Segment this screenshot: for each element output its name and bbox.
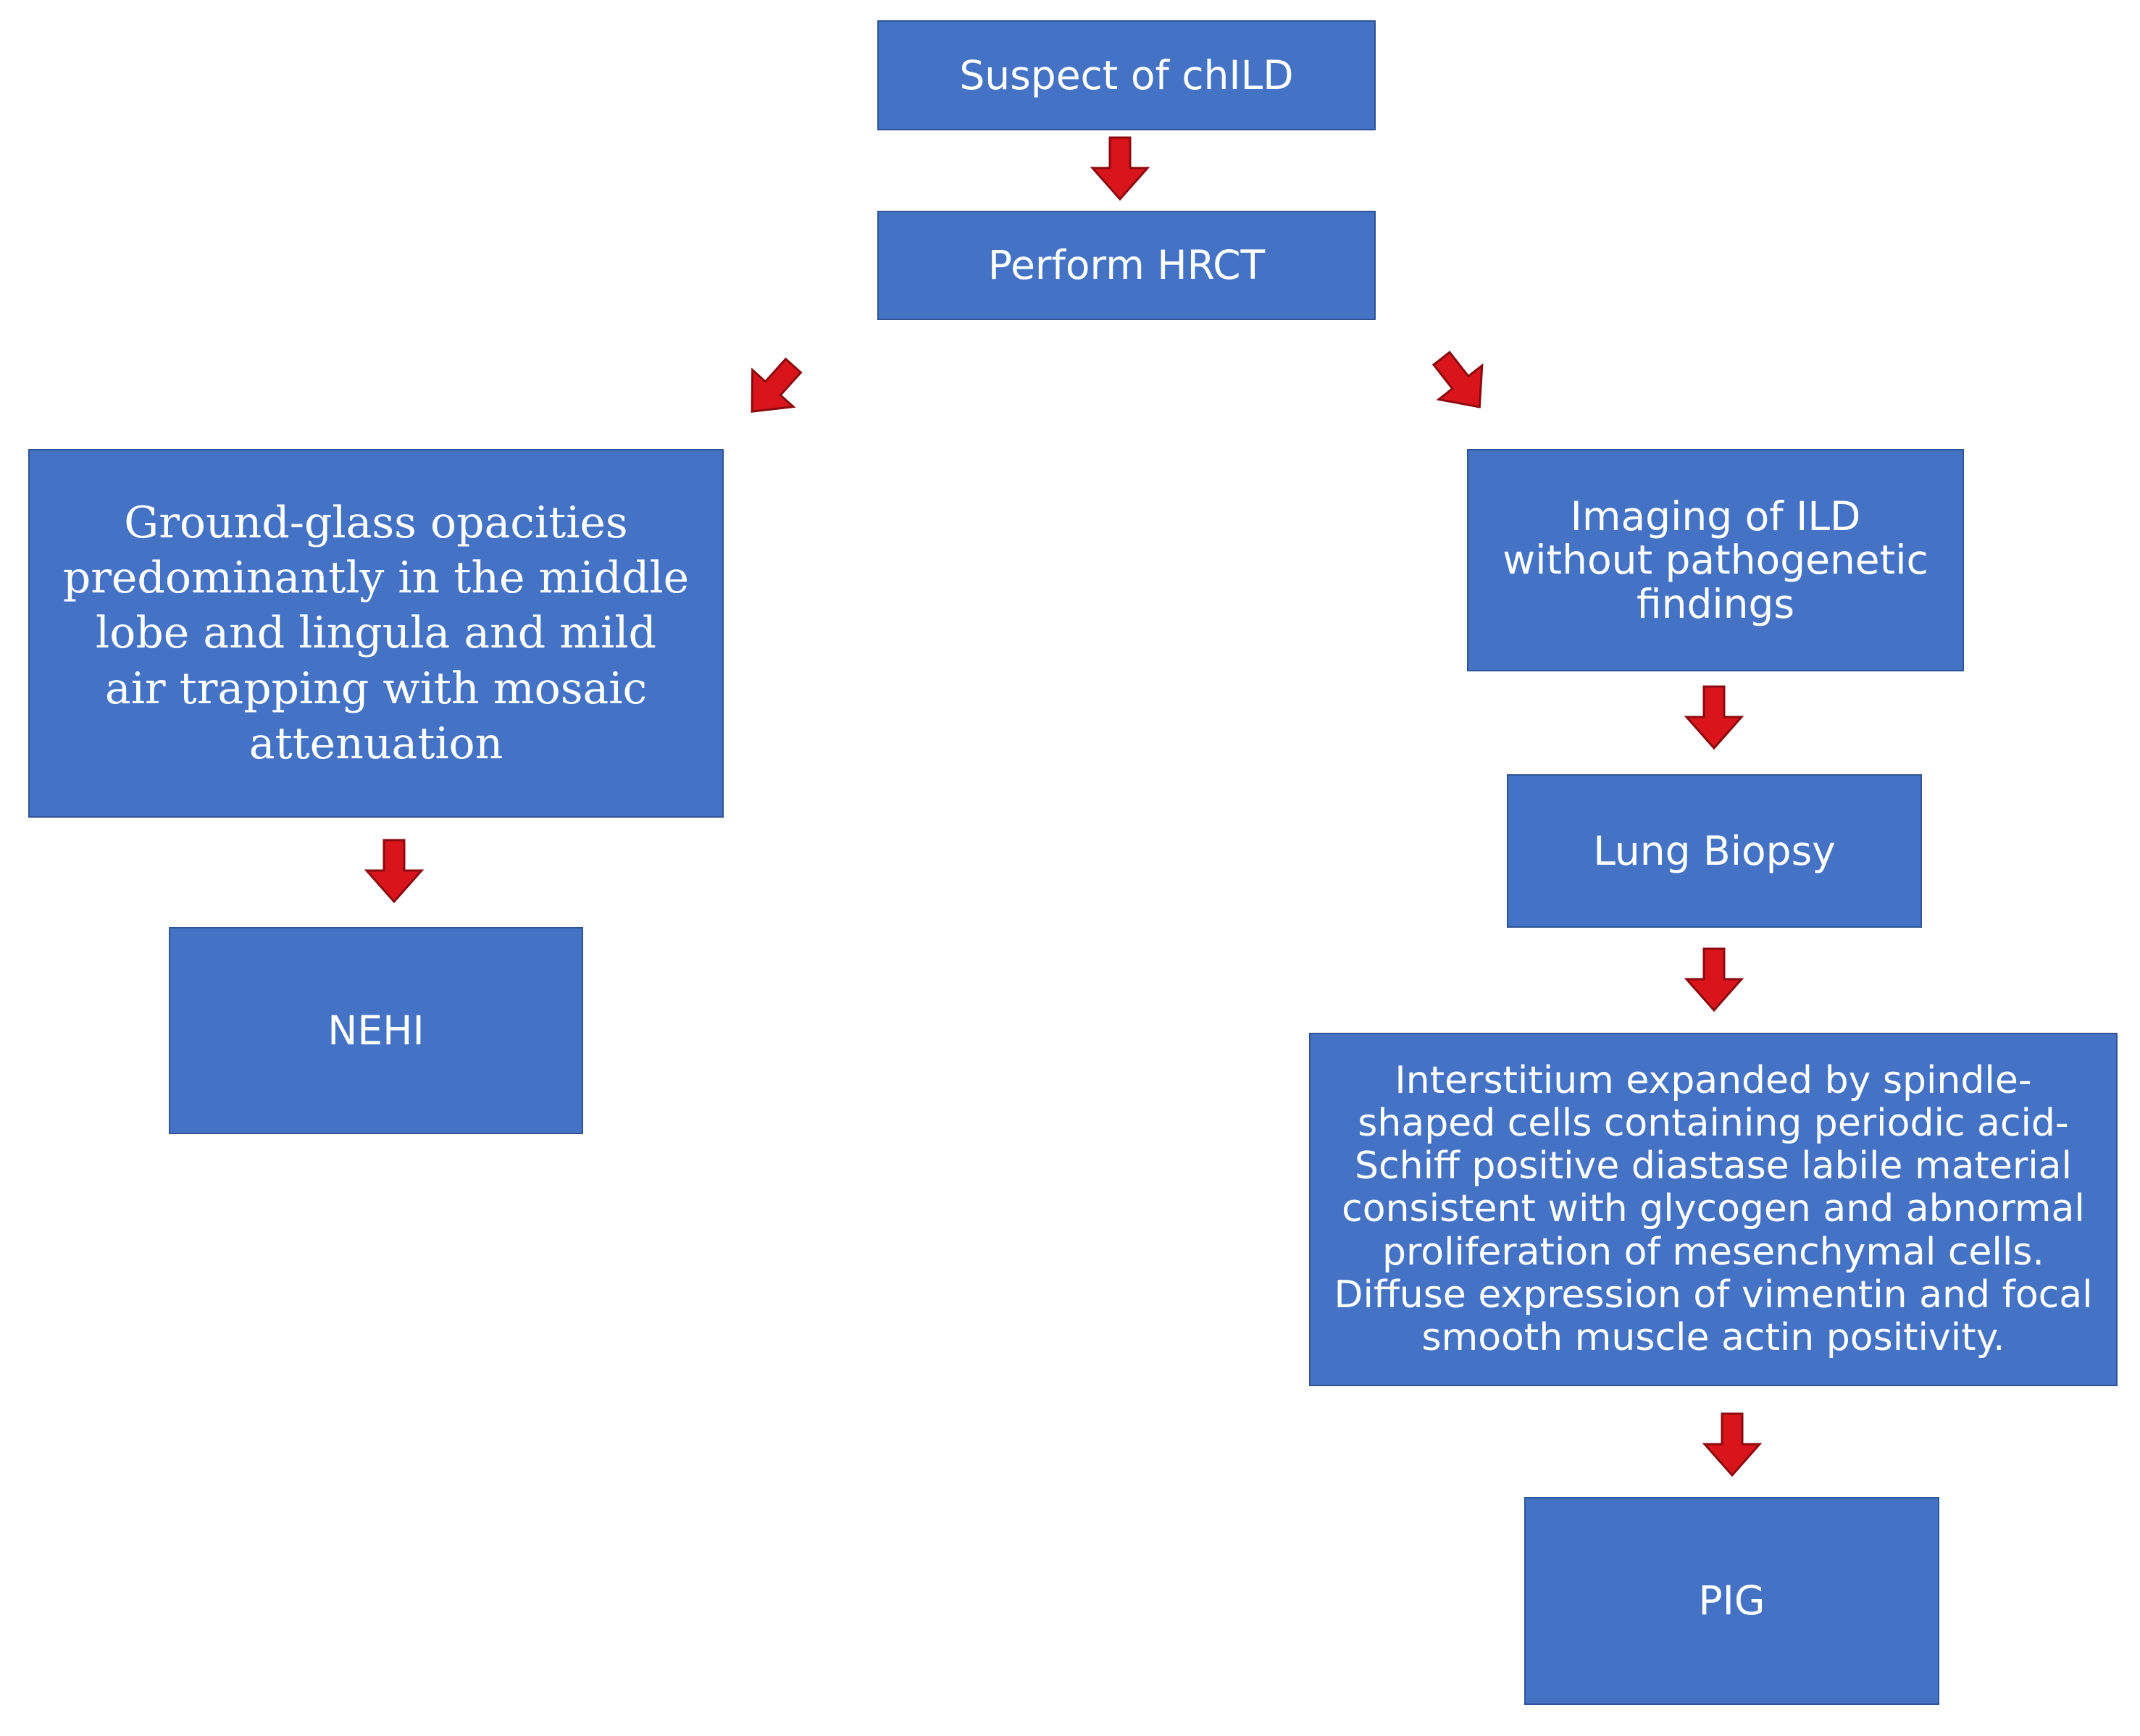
nehi-label: NEHI — [327, 1007, 425, 1054]
perform-hrct-box: Perform HRCT — [877, 211, 1376, 320]
arrow-hrct-to-ground-glass — [751, 357, 803, 413]
imaging-of-ild-label: Imaging of ILD without pathogenetic find… — [1502, 492, 1928, 627]
pig-label: PIG — [1698, 1577, 1765, 1624]
lung-biopsy-box: Lung Biopsy — [1507, 774, 1922, 928]
suspect-of-child-label: Suspect of chILD — [959, 51, 1294, 98]
interstitium-findings-box: Interstitium expanded by spindle-shaped … — [1309, 1033, 2118, 1386]
perform-hrct-label: Perform HRCT — [987, 242, 1266, 289]
arrow-ground-glass-to-nehi — [364, 839, 425, 904]
arrow-interstitium-to-pig — [1702, 1412, 1763, 1477]
suspect-of-child-box: Suspect of chILD — [877, 20, 1376, 130]
lung-biopsy-label: Lung Biopsy — [1593, 827, 1836, 874]
interstitium-findings-label: Interstitium expanded by spindle-shaped … — [1334, 1058, 2093, 1360]
arrow-imaging-to-biopsy — [1684, 685, 1744, 750]
ground-glass-opacities-box: Ground-glass opacities predominantly in … — [28, 449, 724, 818]
arrow-hrct-to-imaging — [1431, 351, 1484, 408]
arrow-suspect-to-hrct — [1090, 136, 1150, 201]
pig-box: PIG — [1524, 1497, 1939, 1705]
ground-glass-opacities-label: Ground-glass opacities predominantly in … — [62, 498, 690, 769]
imaging-of-ild-box: Imaging of ILD without pathogenetic find… — [1467, 449, 1964, 671]
arrow-biopsy-to-interstitium — [1684, 947, 1744, 1012]
nehi-box: NEHI — [169, 927, 583, 1134]
